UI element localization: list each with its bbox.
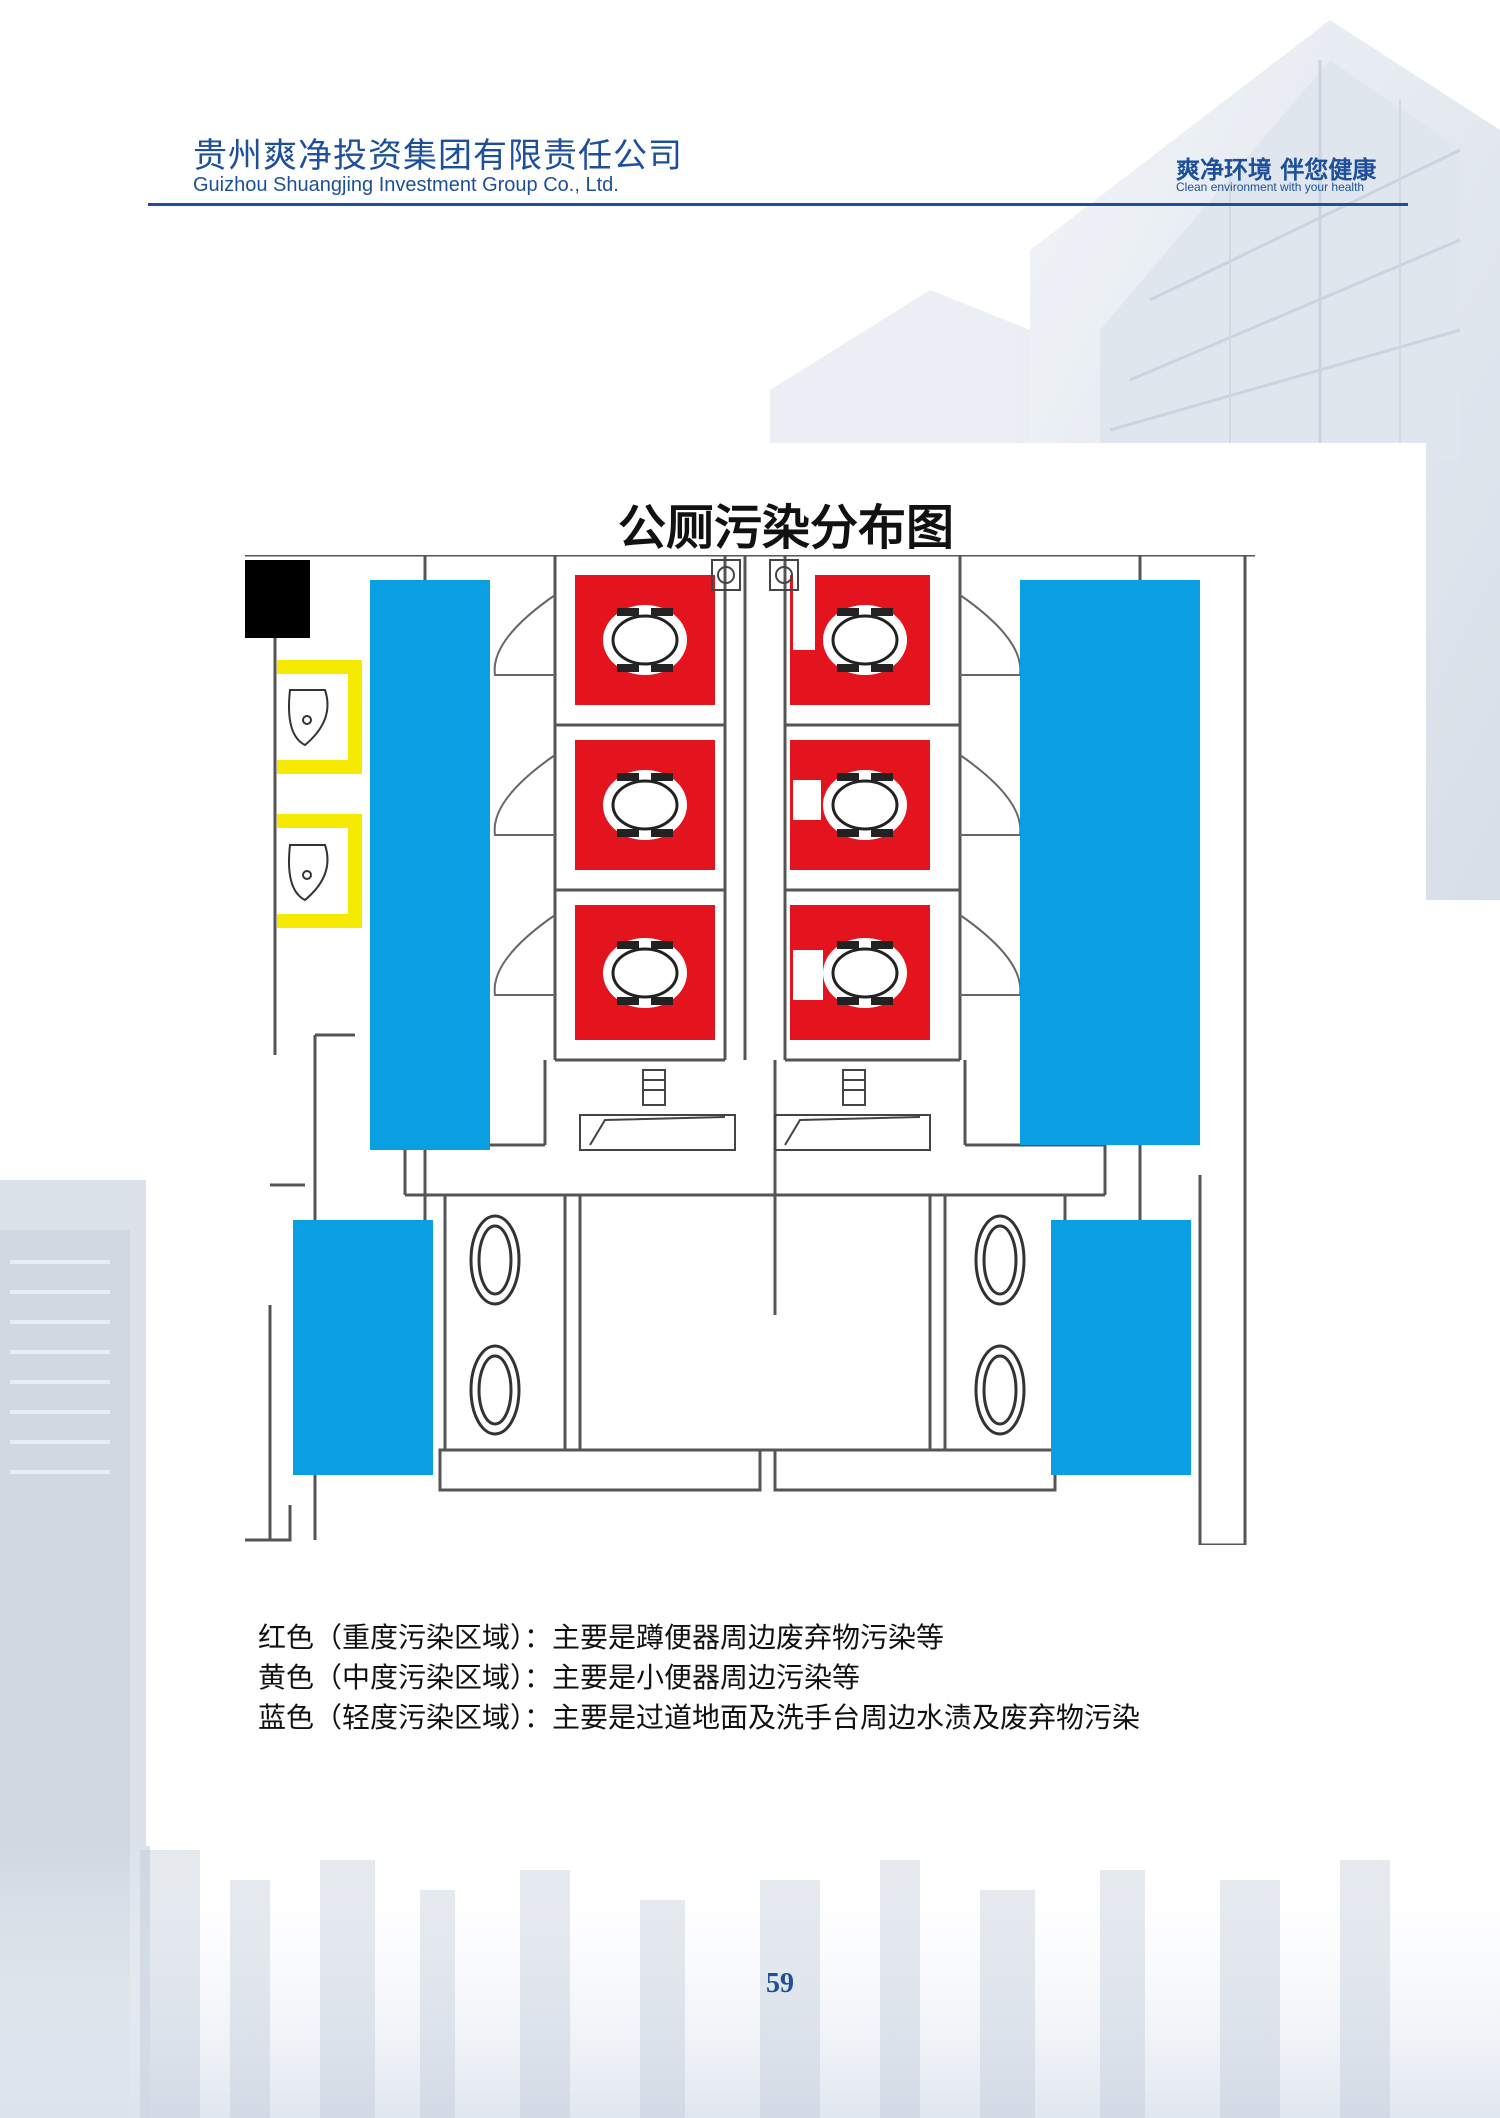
squat-toilet <box>611 779 679 831</box>
urinal-fixture <box>288 844 329 902</box>
legend-red: 红色（重度污染区域）：主要是蹲便器周边废弃物污染等 <box>258 1621 945 1654</box>
door-swing <box>493 754 556 836</box>
wash-basin <box>982 1354 1018 1426</box>
squat-toilet <box>831 614 899 666</box>
wash-basin <box>974 1214 1026 1306</box>
red-zone-stall-left-1 <box>575 575 715 705</box>
door-swing <box>959 594 1022 676</box>
door-swing <box>959 914 1022 996</box>
red-zone-stall-right-2 <box>790 740 930 870</box>
wash-basin <box>469 1214 521 1306</box>
urinal-fixture <box>288 689 329 747</box>
slogan-en: Clean environment with your health <box>1176 180 1365 194</box>
light-pollution-zones <box>293 580 1200 1475</box>
legend-blue: 蓝色（轻度污染区域）：主要是过道地面及洗手台周边水渍及废弃物污染 <box>258 1701 1141 1734</box>
outer-wall-bottom <box>245 1505 292 1542</box>
blue-zone-corridor-right <box>1020 580 1200 1145</box>
pollution-legend: 红色（重度污染区域）：主要是蹲便器周边废弃物污染等 黄色（中度污染区域）：主要是… <box>258 1618 1258 1738</box>
header-rule <box>148 203 1408 206</box>
company-name-cn: 贵州爽净投资集团有限责任公司 <box>193 136 683 176</box>
heavy-pollution-zones <box>575 575 930 1040</box>
door-swing <box>493 914 556 996</box>
door-swing <box>959 754 1022 836</box>
slogan-cn: 爽净环境 伴您健康 <box>1176 156 1377 184</box>
wash-basin <box>982 1224 1018 1296</box>
yellow-zone-urinal-1 <box>277 660 362 774</box>
red-zone-stall-right-1 <box>790 575 930 705</box>
squat-toilet <box>831 947 899 999</box>
wash-basin <box>974 1344 1026 1436</box>
company-name-en: Guizhou Shuangjing Investment Group Co.,… <box>193 174 619 196</box>
yellow-zone-urinal-2 <box>277 814 362 928</box>
restroom-floor-plan <box>245 555 1255 1545</box>
blue-zone-entrance-left <box>293 1220 433 1475</box>
door-swing <box>493 594 556 676</box>
squat-toilet <box>611 614 679 666</box>
blue-zone-entrance-right <box>1051 1220 1191 1475</box>
blue-zone-corridor-left <box>370 580 490 1150</box>
page-number: 59 <box>766 1968 794 1999</box>
utility-shaft <box>245 560 310 638</box>
legend-yellow: 黄色（中度污染区域）：主要是小便器周边污染等 <box>258 1661 861 1694</box>
wash-basin <box>477 1224 513 1296</box>
red-zone-stall-left-2 <box>575 740 715 870</box>
outer-wall-right <box>1198 555 1247 1545</box>
medium-pollution-zones <box>277 660 362 928</box>
squat-toilet <box>611 947 679 999</box>
red-zone-stall-left-3 <box>575 905 715 1040</box>
figure-title: 公厕污染分布图 <box>617 500 954 556</box>
wash-basin <box>469 1344 521 1436</box>
wash-basin <box>477 1354 513 1426</box>
red-zone-stall-right-3 <box>790 905 930 1040</box>
squat-toilet <box>831 779 899 831</box>
bottom-skyline-graphic <box>140 1850 1390 2118</box>
